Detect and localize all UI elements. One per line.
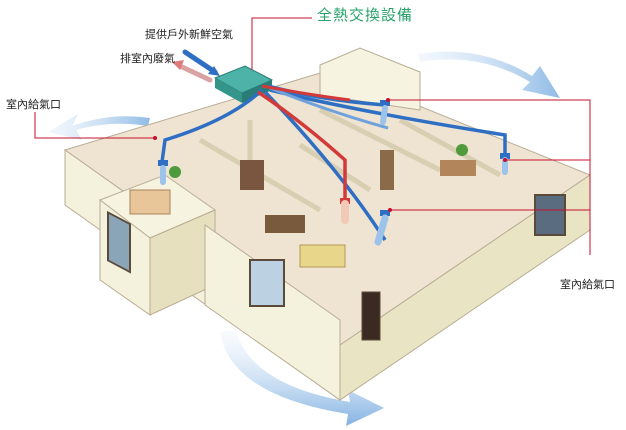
supply-outlet	[380, 100, 390, 106]
bed	[129, 189, 171, 215]
fresh-air-arrow	[182, 49, 218, 75]
partition	[298, 142, 372, 193]
outflow-arrow-top-right	[418, 51, 560, 98]
supply-duct	[269, 86, 389, 130]
table	[440, 160, 476, 176]
fresh-air-arrowhead	[208, 66, 220, 76]
window	[534, 194, 566, 236]
outflow-arrow-bottom	[220, 330, 384, 426]
pointer-left-inlet	[34, 112, 155, 139]
door	[361, 291, 381, 341]
exhaust-duct	[257, 90, 347, 200]
supply-outlet	[380, 210, 390, 216]
exhaust-arrowhead	[172, 60, 184, 70]
supply-outlet	[500, 153, 510, 159]
tower-right	[319, 47, 421, 111]
window	[107, 210, 131, 274]
exhaust-duct	[261, 84, 351, 102]
sofa	[299, 244, 346, 268]
pointer-right-inlet-1	[388, 99, 591, 255]
label-supply-right: 室內給氣口	[560, 278, 615, 291]
pointer-dot	[388, 208, 392, 212]
plant	[456, 144, 468, 156]
block-center-face	[204, 224, 341, 401]
partition	[398, 117, 502, 178]
wardrobe	[240, 160, 264, 190]
pointer-dot	[503, 158, 507, 162]
outflow-arrow-left	[48, 114, 150, 140]
diagram-title: 全熱交換設備	[317, 6, 414, 24]
airflow-puff	[374, 214, 389, 246]
airflow-puff	[380, 105, 388, 125]
label-supply-left: 室內給氣口	[6, 98, 61, 111]
partition	[318, 107, 442, 173]
label-exhaust: 排室內廢氣	[120, 52, 175, 65]
plant	[169, 166, 181, 178]
window	[249, 259, 285, 307]
heat-exchanger-side	[215, 78, 242, 103]
supply-outlet	[158, 160, 168, 166]
shelf	[380, 150, 394, 190]
pointer-dot	[153, 136, 157, 140]
label-fresh-air: 提供戶外新鮮空氣	[145, 28, 233, 41]
exhaust-arrow	[177, 63, 213, 83]
tv-cabinet	[265, 215, 305, 233]
pointer-dot	[386, 98, 390, 102]
pointer-title	[251, 17, 312, 70]
supply-duct	[160, 88, 264, 163]
